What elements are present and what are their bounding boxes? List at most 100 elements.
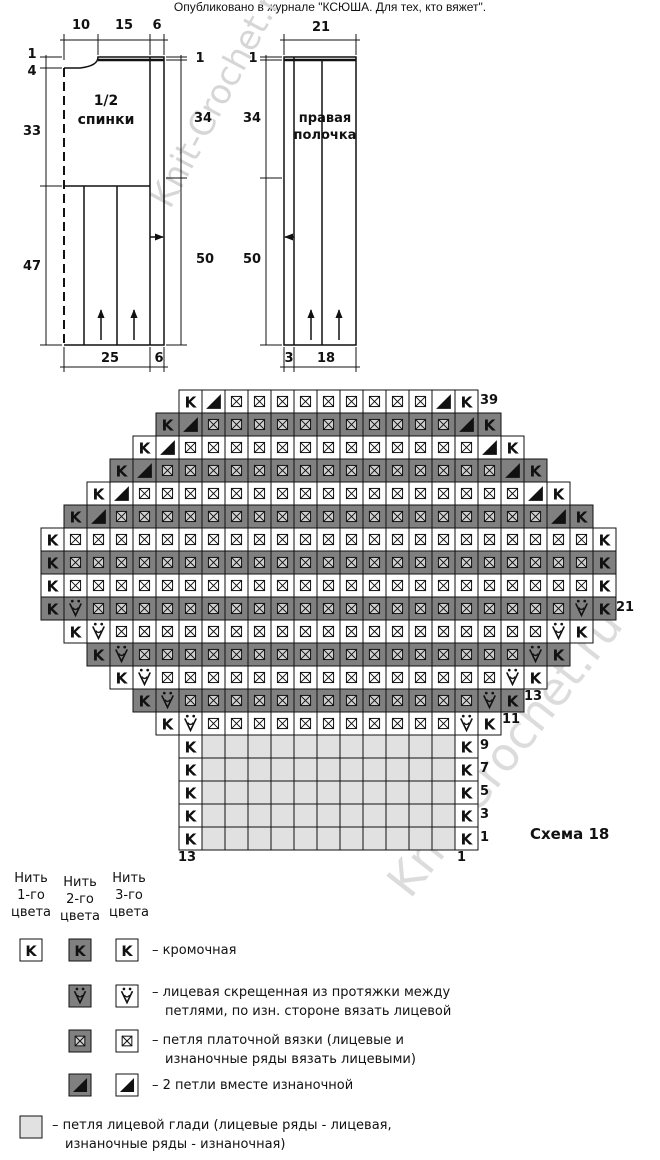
- chart-cell: [247, 573, 272, 598]
- legend-text-edge: – кромочная: [152, 943, 237, 958]
- chart-cell: K: [546, 481, 571, 506]
- chart-cell: [431, 412, 456, 437]
- chart-cell: [523, 481, 548, 506]
- chart-cell: [201, 527, 226, 552]
- chart-cell: [408, 757, 433, 782]
- chart-title: Схема 18: [530, 825, 610, 843]
- chart-cell: K: [546, 642, 571, 667]
- row-label: 39: [480, 393, 498, 408]
- chart-cell: K: [63, 504, 88, 529]
- chart-cell: K: [40, 573, 65, 598]
- chart-cell: [339, 481, 364, 506]
- chart-cell: [155, 458, 180, 483]
- chart-cell: [132, 596, 157, 621]
- chart-cell: [500, 527, 525, 552]
- chart-cell: [431, 665, 456, 690]
- chart-cell: [247, 619, 272, 644]
- chart-cell: [293, 596, 318, 621]
- back-label: 1/2: [94, 93, 119, 109]
- chart-cell: [293, 711, 318, 736]
- chart-cell: [339, 711, 364, 736]
- svg-text:K: K: [116, 463, 129, 481]
- chart-cell: [293, 458, 318, 483]
- chart-cell: [247, 435, 272, 460]
- chart-cell: [316, 688, 341, 713]
- chart-cell: [362, 389, 387, 414]
- chart-cell: [270, 757, 295, 782]
- chart-cell: [477, 527, 502, 552]
- chart-cell: [247, 550, 272, 575]
- dim-label: 6: [154, 351, 163, 366]
- chart-cell: [385, 803, 410, 828]
- chart-cell: K: [178, 734, 203, 759]
- chart-cell: [109, 596, 134, 621]
- chart-cell: [155, 665, 180, 690]
- chart-cell: [316, 435, 341, 460]
- chart-cell: K: [178, 757, 203, 782]
- chart-cell: [201, 688, 226, 713]
- chart-cell: [201, 481, 226, 506]
- chart-cell: [454, 504, 479, 529]
- dim-label: 47: [23, 259, 41, 274]
- chart-cell: [385, 688, 410, 713]
- chart-cell: [86, 596, 111, 621]
- chart-cell: [201, 826, 226, 851]
- chart-cell: [224, 550, 249, 575]
- chart-cell: [385, 642, 410, 667]
- chart-cell: [293, 757, 318, 782]
- chart-cell: [224, 780, 249, 805]
- chart-cell: [201, 504, 226, 529]
- chart-cell: [247, 711, 272, 736]
- chart-cell: [431, 711, 456, 736]
- chart-cell: [339, 527, 364, 552]
- col-label: 1: [457, 850, 466, 865]
- chart-cell: K: [63, 619, 88, 644]
- svg-text:K: K: [507, 693, 520, 711]
- chart-cell: [270, 780, 295, 805]
- chart-cell: [132, 504, 157, 529]
- front-outline: [283, 56, 357, 346]
- chart-cell: [454, 458, 479, 483]
- chart-cell: [339, 780, 364, 805]
- chart-cell: [408, 573, 433, 598]
- svg-text:K: K: [162, 417, 175, 435]
- chart-cell: [270, 412, 295, 437]
- svg-text:K: K: [185, 739, 198, 757]
- chart-cell: K: [592, 596, 617, 621]
- chart-cell: [362, 734, 387, 759]
- chart-cell: [339, 619, 364, 644]
- chart-cell: K: [454, 734, 479, 759]
- chart-cell: [385, 619, 410, 644]
- chart-cell: [155, 619, 180, 644]
- svg-text:K: K: [185, 831, 198, 849]
- dim-label: 1: [195, 51, 204, 66]
- chart-cell: [293, 389, 318, 414]
- chart-cell: [316, 504, 341, 529]
- chart-cell: [201, 573, 226, 598]
- chart-cell: K: [477, 711, 502, 736]
- chart-cell: [523, 596, 548, 621]
- dim-label: 50: [243, 252, 261, 267]
- chart-cell: [178, 527, 203, 552]
- svg-text:K: K: [93, 647, 106, 665]
- chart-cell: K: [178, 826, 203, 851]
- chart-cell: [293, 412, 318, 437]
- chart-cell: [201, 734, 226, 759]
- svg-text:K: K: [599, 578, 612, 596]
- dim-label: 33: [23, 124, 41, 139]
- chart-cell: [431, 688, 456, 713]
- svg-text:K: K: [93, 486, 106, 504]
- chart-cell: [431, 642, 456, 667]
- chart-cell: [155, 573, 180, 598]
- svg-text:K: K: [185, 762, 198, 780]
- chart-cell: K: [155, 711, 180, 736]
- chart-cell: [270, 826, 295, 851]
- svg-text:K: K: [185, 785, 198, 803]
- legend-swatch-stockinette: [19, 1115, 43, 1139]
- chart-cell: [500, 458, 525, 483]
- chart-cell: [316, 389, 341, 414]
- back-outline: [64, 56, 165, 346]
- chart-cell: K: [454, 389, 479, 414]
